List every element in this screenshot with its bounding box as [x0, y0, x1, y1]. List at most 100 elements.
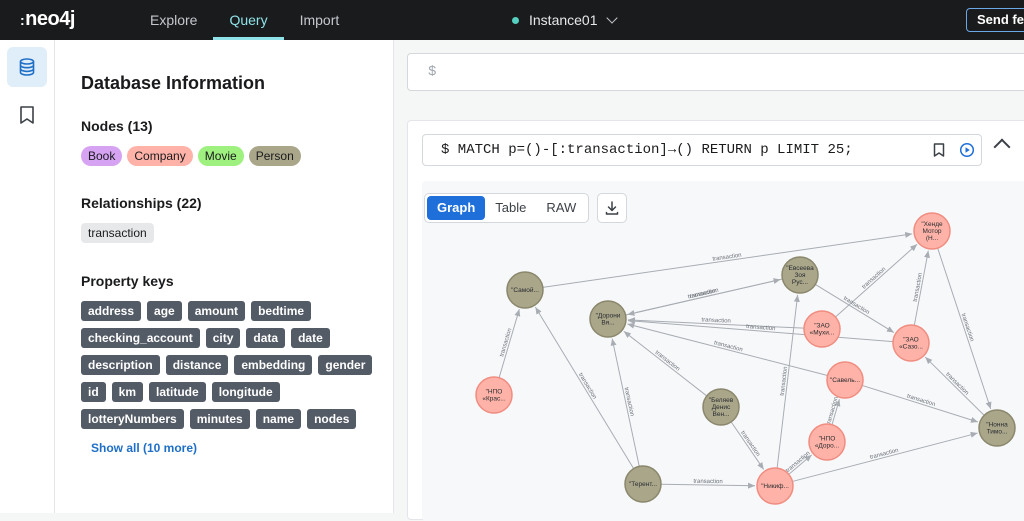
graph-visualization[interactable]: transaction transaction transaction transac… — [407, 180, 1024, 513]
node-caption: "Беляев — [709, 397, 734, 404]
neo4j-logo[interactable]: :neo4j — [20, 8, 75, 30]
property-key[interactable]: id — [81, 382, 106, 402]
relationship-label: transaction — [654, 350, 681, 373]
chevron-up-icon[interactable] — [993, 138, 1011, 156]
company-node[interactable]: "ЗАО«Мухи... — [803, 310, 841, 348]
node-caption: «Доро... — [815, 443, 840, 450]
person-node[interactable]: "ЕвсееваЗояРус... — [781, 256, 819, 294]
relationship-edge[interactable] — [542, 231, 913, 288]
property-key[interactable]: date — [291, 328, 330, 348]
tab-raw[interactable]: RAW — [546, 200, 577, 215]
download-icon — [605, 201, 619, 215]
relationship-edge[interactable] — [937, 247, 992, 410]
company-node[interactable]: "Никиф... — [756, 467, 794, 505]
company-node[interactable]: "Савель... — [826, 361, 864, 399]
relationship-edge[interactable] — [498, 309, 521, 378]
property-key[interactable]: checking_account — [81, 328, 200, 348]
property-key[interactable]: gender — [318, 355, 373, 375]
nav-tab-query[interactable]: Query — [213, 0, 284, 40]
tab-table[interactable]: Table — [495, 200, 527, 215]
node-caption: Зоя — [794, 272, 806, 279]
property-key[interactable]: address — [81, 301, 142, 321]
instance-selector[interactable]: Instance01 — [512, 0, 618, 40]
run-icon[interactable] — [959, 142, 975, 158]
chevron-down-icon — [605, 11, 618, 24]
instance-name: Instance01 — [529, 12, 598, 28]
relationship-edge[interactable] — [627, 318, 894, 343]
relationship-edge[interactable] — [610, 338, 640, 467]
saved-cypher-button[interactable] — [7, 95, 47, 135]
person-node[interactable]: "Терент... — [624, 465, 662, 503]
relationship-edge[interactable] — [623, 330, 708, 397]
property-key[interactable]: bedtime — [251, 301, 312, 321]
property-key[interactable]: km — [111, 382, 144, 402]
property-key[interactable]: nodes — [307, 409, 357, 429]
relationship-label: transaction — [746, 324, 776, 332]
download-button[interactable] — [597, 193, 627, 223]
bookmark-icon[interactable] — [931, 142, 947, 158]
node-caption: "Нонна — [986, 422, 1008, 429]
relationship-label: transaction — [944, 372, 969, 397]
property-key[interactable]: amount — [187, 301, 246, 321]
person-node[interactable]: "НоннаТимо... — [978, 409, 1016, 447]
property-key[interactable]: lotteryNumbers — [81, 409, 184, 429]
relationship-edge[interactable] — [788, 454, 813, 475]
node-caption: Тимо... — [987, 429, 1008, 436]
tab-graph[interactable]: Graph — [427, 196, 486, 220]
nav-tab-explore[interactable]: Explore — [150, 12, 198, 28]
cypher-editor[interactable]: $ — [407, 53, 1024, 91]
relationship-edge[interactable] — [862, 384, 979, 423]
relationship-edge[interactable] — [815, 283, 895, 333]
relationship-label: transaction — [780, 366, 789, 396]
relationship-label: transaction — [869, 448, 899, 461]
person-node[interactable]: "Самой... — [506, 271, 544, 309]
property-key[interactable]: distance — [165, 355, 229, 375]
node-caption: "ЗАО — [903, 337, 918, 344]
relationship-label: transaction — [689, 288, 719, 300]
result-query-bar[interactable]: $ MATCH p=()-[:transaction]→() RETURN p … — [422, 134, 982, 166]
node-label-person[interactable]: Person — [248, 146, 301, 166]
person-node[interactable]: "БеляевДенисВен... — [702, 388, 740, 426]
property-key[interactable]: data — [246, 328, 286, 348]
relationship-edge[interactable] — [913, 250, 930, 326]
relationship-label: transaction — [861, 266, 887, 290]
relationship-edge[interactable] — [627, 322, 828, 376]
person-node[interactable]: "ДорониВя... — [589, 300, 627, 338]
node-label-company[interactable]: Company — [127, 146, 193, 166]
relationship-edge[interactable] — [792, 431, 978, 482]
property-key[interactable]: city — [205, 328, 241, 348]
database-info-button[interactable] — [7, 47, 47, 87]
property-key[interactable]: latitude — [149, 382, 206, 402]
node-label-movie[interactable]: Movie — [197, 146, 244, 166]
property-key[interactable]: name — [255, 409, 302, 429]
node-caption: "ЗАО — [814, 323, 829, 330]
relationship-edge[interactable] — [776, 294, 800, 469]
property-key[interactable]: minutes — [189, 409, 250, 429]
show-all-link[interactable]: Show all (10 more) — [91, 441, 198, 455]
node-caption: «Крас... — [482, 396, 505, 403]
relationship-edge[interactable] — [924, 356, 985, 416]
relationship-edge[interactable] — [627, 278, 783, 316]
company-node[interactable]: "НПО«Крас... — [475, 376, 513, 414]
relationship-edge[interactable] — [534, 306, 635, 469]
relationship-type-transaction[interactable]: transaction — [81, 223, 154, 243]
relationship-label: transaction — [499, 328, 513, 358]
property-keys-heading: Property keys — [81, 273, 174, 289]
node-label-book[interactable]: Book — [81, 146, 123, 166]
relationship-types: transaction — [81, 223, 381, 243]
relationship-edge[interactable] — [730, 421, 765, 470]
nav-tab-import[interactable]: Import — [299, 12, 340, 28]
relationship-edge[interactable] — [660, 482, 756, 489]
property-key[interactable]: embedding — [234, 355, 313, 375]
property-key[interactable]: age — [147, 301, 182, 321]
result-query-text: $ MATCH p=()-[:transaction]→() RETURN p … — [441, 142, 853, 158]
relationship-edge[interactable] — [831, 399, 841, 425]
property-key[interactable]: longitude — [211, 382, 280, 402]
relationship-label: transaction — [739, 430, 761, 458]
company-node[interactable]: "НПО«Доро... — [808, 423, 846, 461]
company-node[interactable]: "ХендеМотор(Н... — [913, 212, 951, 250]
company-node[interactable]: "ЗАО«Сазо... — [892, 324, 930, 362]
send-feedback-button[interactable]: Send feedback — [966, 8, 1024, 32]
relationship-edge[interactable] — [627, 317, 805, 329]
property-key[interactable]: description — [81, 355, 160, 375]
